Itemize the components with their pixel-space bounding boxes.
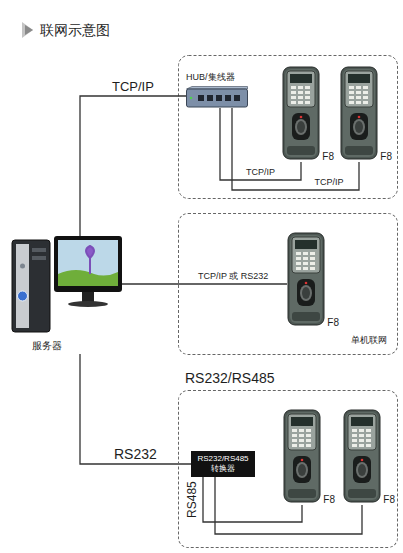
connector-line bbox=[232, 108, 359, 190]
terminal-picture bbox=[340, 66, 378, 160]
connector-line bbox=[122, 283, 287, 284]
converter-box: RS232/RS485 转换器 bbox=[191, 451, 255, 477]
node-text: 单机联网 bbox=[351, 335, 387, 346]
terminal: F8 bbox=[287, 232, 339, 328]
node-text: HUB/集线器 bbox=[186, 72, 235, 83]
edge-label: TCP/IP bbox=[315, 178, 344, 188]
server-picture bbox=[10, 236, 122, 336]
terminal: F8 bbox=[282, 66, 334, 162]
node-text: F8 bbox=[383, 494, 395, 505]
title-icon bbox=[22, 22, 33, 38]
edge-label: TCP/IP bbox=[112, 80, 154, 94]
diagram-title: 联网示意图 bbox=[40, 22, 110, 38]
terminal-picture bbox=[343, 409, 381, 503]
node-text: F8 bbox=[322, 151, 334, 162]
edge-label: RS232 bbox=[114, 447, 157, 462]
node-text: 服务器 bbox=[32, 340, 62, 352]
edge-label: RS485 bbox=[185, 481, 198, 518]
group-frame bbox=[179, 56, 398, 199]
group-frame: 单机联网 F8 bbox=[178, 213, 398, 355]
node-text: RS232/RS485 bbox=[185, 370, 275, 386]
node-text: F8 bbox=[327, 317, 339, 328]
group-frame: RS232/RS485RS232/RS485 转换器F8F8 bbox=[178, 390, 398, 548]
terminal-picture bbox=[287, 232, 325, 326]
terminal-picture bbox=[283, 409, 321, 503]
terminal-picture bbox=[282, 66, 320, 160]
node-text: RS232/RS485 转换器 bbox=[193, 454, 253, 474]
edge-label: TCP/IP 或 RS232 bbox=[198, 272, 268, 282]
connector-line bbox=[80, 354, 191, 464]
edge-label: TCP/IP bbox=[246, 168, 275, 178]
terminal: F8 bbox=[340, 66, 392, 162]
hub-picture bbox=[186, 86, 248, 108]
title-icon bbox=[25, 25, 33, 35]
terminal: F8 bbox=[283, 409, 335, 505]
server: 服务器 bbox=[10, 236, 122, 354]
node-text: F8 bbox=[380, 151, 392, 162]
terminal: F8 bbox=[343, 409, 395, 505]
hub: HUB/集线器 bbox=[186, 72, 248, 108]
node-text: F8 bbox=[323, 494, 335, 505]
connector-line bbox=[80, 96, 186, 236]
